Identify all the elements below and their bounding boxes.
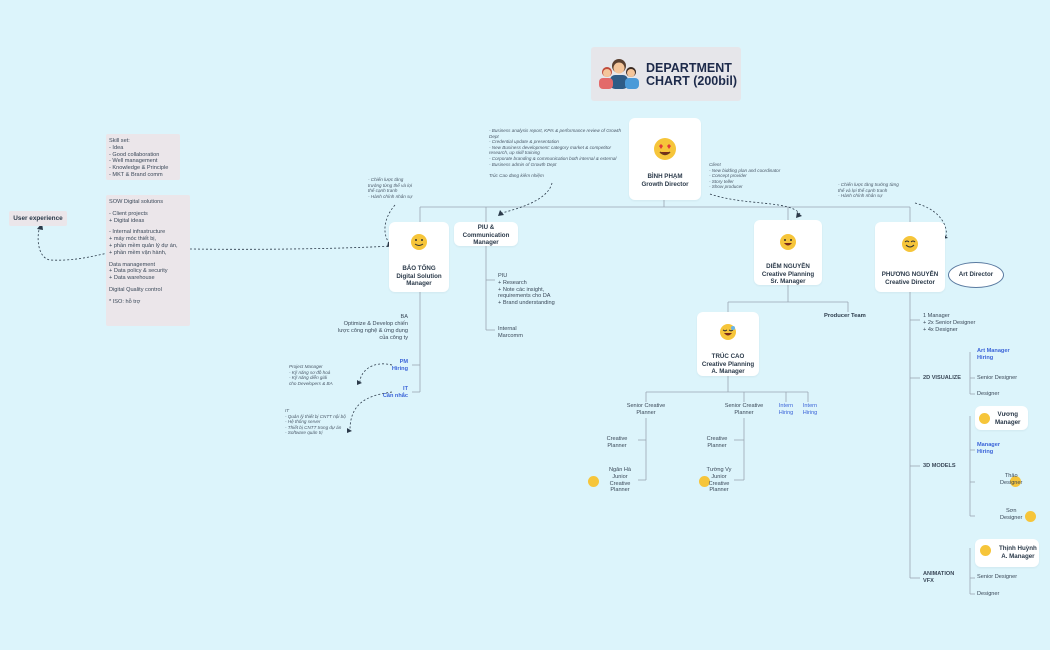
grin-emoji-icon (780, 234, 796, 250)
intern-hiring-1: Intern Hiring (778, 403, 794, 416)
sow-quality-control: Digital Quality control (109, 286, 162, 293)
ba-description: Optimize & Develop chiến lược công nghệ … (338, 321, 408, 341)
creative-planning-a-manager-card[interactable]: TRÚC CAO Creative Planning A. Manager (697, 312, 759, 376)
chart-title: DEPARTMENT CHART (200bil) (646, 61, 737, 88)
creative-planner-mid: Creative Planner (706, 436, 728, 449)
senior-designer-2d: Senior Designer (977, 375, 1018, 381)
smile-emoji-icon (1025, 511, 1037, 522)
producer-team-label: Producer Team (824, 313, 866, 319)
senior-designer-anim: Senior Designer (977, 574, 1018, 580)
pm-note: Project Manager - Kỹ năng sơ đồ hoá - Kỹ… (289, 364, 333, 386)
vuong-manager-name: Vương Manager (995, 411, 1021, 426)
happy-emoji-icon (902, 236, 918, 252)
laughing-emoji-icon (720, 324, 736, 340)
heart-eyes-emoji-icon (654, 138, 676, 160)
sow-data-management: Data management + Data policy & security… (109, 261, 168, 282)
2d-visualize-label: 2D VISUALIZE (923, 375, 961, 381)
sow-client-projects: - Client projects + Digital ideas (109, 210, 148, 224)
sow-iso: * ISO: hỗ trợ (109, 298, 141, 305)
intern-hiring-2: Intern Hiring (802, 403, 818, 416)
creative-director-name: PHƯƠNG NGUYỄN Creative Director (881, 271, 939, 286)
art-director-bubble[interactable]: Art Director (948, 262, 1004, 288)
art-manager-hiring: Art Manager Hiring (977, 348, 1010, 361)
digital-solution-manager-card[interactable]: BẢO TỐNG Digital Solution Manager (389, 222, 449, 292)
piu-description: PIU + Research + Note các insight, requi… (498, 273, 555, 307)
creative-team-headcount: 1 Manager + 2x Senior Designer + 4x Desi… (923, 313, 976, 333)
smile-emoji-icon (1009, 476, 1021, 487)
digital-solution-note: - Chiến lược tăng trưởng từng thể và lợi… (368, 177, 413, 199)
smile-emoji-icon (699, 476, 711, 487)
smile-emoji-icon (411, 234, 427, 250)
internal-marcomm: Internal Marcomm (498, 326, 523, 339)
piu-manager-name: PIU & Communication Manager (462, 224, 510, 246)
sow-head: SOW Digital solutions (109, 199, 164, 205)
sow-internal-infrastructure: - Internal infrastructure + máy móc thiế… (109, 229, 178, 256)
junior-planner-ngan-ha: Ngân Hà Junior Creative Planner (608, 467, 632, 494)
user-experience-box[interactable]: User experience (9, 211, 67, 226)
growth-director-card[interactable]: BÌNH PHẠM Growth Director (629, 118, 701, 200)
senior-creative-planner-mid: Senior Creative Planner (724, 403, 764, 416)
designer-anim: Designer (977, 591, 1000, 597)
manager-hiring-3d: Manager Hiring (977, 442, 1001, 455)
it-note: IT - Quản lý thiết bị CNTT nội bộ - Hệ t… (285, 408, 346, 436)
growth-director-duties-note: - Business analysis report, KPIs & perfo… (489, 128, 621, 178)
creative-planner-left: Creative Planner (606, 436, 628, 449)
digital-solution-manager-name: BẢO TỐNG Digital Solution Manager (396, 265, 442, 287)
smile-emoji-icon (979, 413, 990, 424)
creative-director-note: - Chiến lược tăng trưởng từng thế và lợi… (838, 182, 899, 199)
son-designer: Sơn Designer (1000, 508, 1023, 521)
client-duties-note: Client - New bidding plan and coordinato… (709, 162, 781, 190)
thinh-manager-name: Thịnh Huỳnh A. Manager (999, 545, 1037, 560)
ba-label: BA (400, 314, 408, 320)
skill-set-box: Skill set: - Idea - Good collaboration -… (106, 134, 180, 180)
team-people-icon (599, 59, 639, 89)
creative-director-card[interactable]: PHƯƠNG NGUYỄN Creative Director (875, 222, 945, 292)
creative-planning-a-manager-name: TRÚC CAO Creative Planning A. Manager (701, 353, 755, 375)
junior-planner-tuong-vy: Tường Vy Junior Creative Planner (706, 467, 732, 494)
growth-director-name: BÌNH PHẠM Growth Director (641, 173, 689, 188)
smile-emoji-icon (588, 476, 599, 487)
smile-emoji-icon (980, 545, 991, 556)
designer-2d: Designer (977, 391, 1000, 397)
thao-designer: Thảo Designer (1000, 473, 1023, 486)
title-box (591, 47, 741, 101)
thinh-manager-card[interactable]: Thịnh Huỳnh A. Manager (975, 539, 1039, 567)
sow-box: SOW Digital solutions - Client projects … (106, 195, 190, 326)
creative-planning-sr-manager-name: DIỄM NGUYỄN Creative Planning Sr. Manage… (761, 263, 815, 285)
pm-hiring-label: PM Hiring (391, 359, 408, 372)
it-consider-label: IT Cân nhắc (382, 386, 408, 399)
piu-manager-card[interactable]: PIU & Communication Manager (454, 222, 518, 246)
senior-creative-planner-left: Senior Creative Planner (626, 403, 666, 416)
animation-vfx-label: ANIMATION VFX (923, 571, 955, 584)
vuong-manager-card[interactable]: Vương Manager (975, 406, 1028, 430)
creative-planning-sr-manager-card[interactable]: DIỄM NGUYỄN Creative Planning Sr. Manage… (754, 220, 822, 285)
3d-models-label: 3D MODELS (923, 463, 956, 469)
